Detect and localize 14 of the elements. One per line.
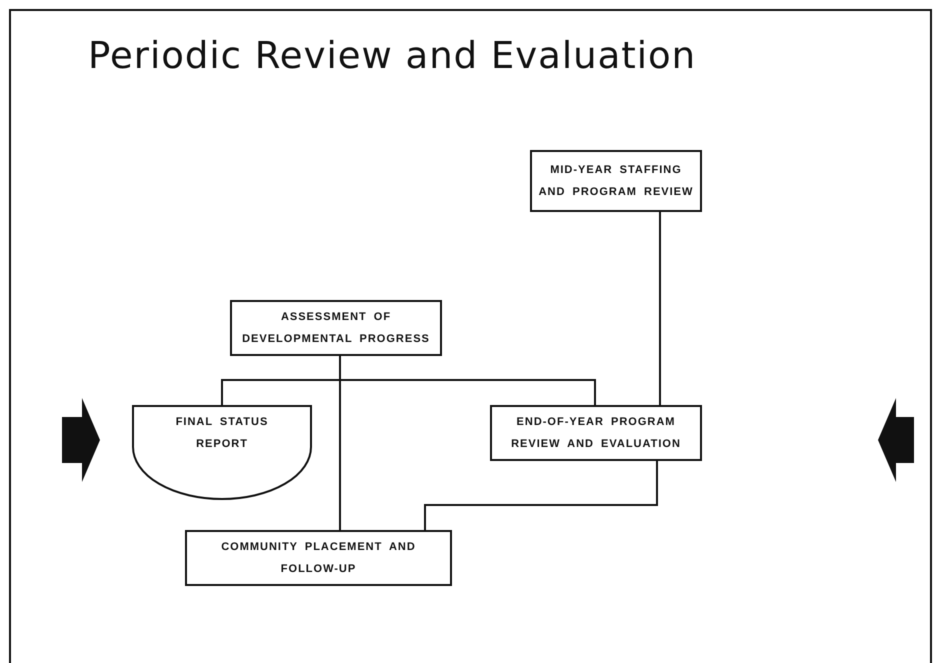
box-label: END-OF-YEAR PROGRAM REVIEW AND EVALUATION	[510, 415, 682, 452]
connector-line	[659, 212, 661, 405]
box-label: ASSESSMENT OF DEVELOPMENTAL PROGRESS	[241, 310, 431, 347]
process-box	[530, 150, 702, 212]
process-box	[490, 405, 702, 461]
box-label: COMMUNITY PLACEMENT AND FOLLOW-UP	[220, 540, 417, 577]
connector-line	[339, 356, 341, 530]
box-label: MID-YEAR STAFFING AND PROGRAM REVIEW	[538, 163, 694, 200]
process-box	[230, 300, 442, 356]
connector-line	[424, 461, 658, 530]
title: Periodic Review and Evaluation	[88, 34, 696, 77]
box-label: FINAL STATUS REPORT	[174, 415, 270, 452]
process-box	[185, 530, 452, 586]
document-shape	[132, 405, 312, 500]
